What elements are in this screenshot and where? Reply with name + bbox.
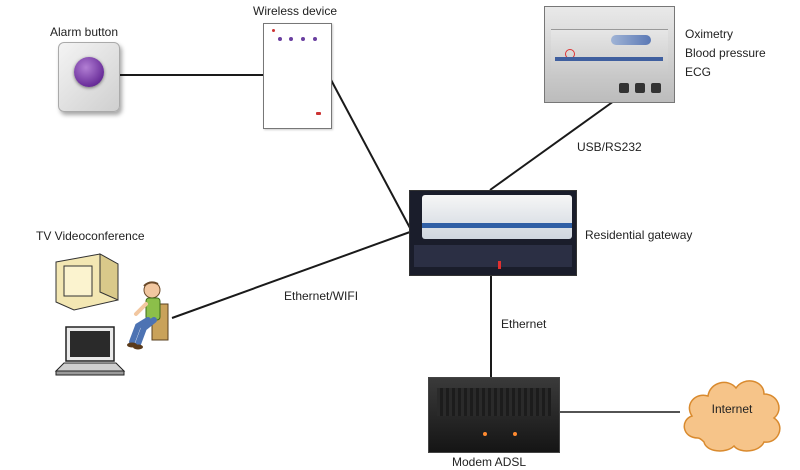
alarm-button-label: Alarm button [50,25,119,39]
link-monitor-gateway [489,100,615,191]
tv-videoconference-label: TV Videoconference [36,229,145,243]
internet-label: Internet [711,402,753,416]
modem-label: Modem ADSL [452,455,527,469]
tv-icon [55,253,119,311]
link-wireless-gateway [329,77,411,229]
residential-gateway-label: Residential gateway [585,228,693,242]
monitor-label-ecg: ECG [685,65,712,79]
ethernet-wifi-link-label: Ethernet/WIFI [284,289,359,303]
residential-gateway-icon [409,190,577,276]
cloud-shape [683,380,781,452]
wireless-device-label: Wireless device [253,4,338,18]
patient-person-icon [127,281,169,350]
vital-signs-monitor-icon [544,6,675,103]
alarm-knob [74,57,104,87]
usb-link-label: USB/RS232 [577,140,642,154]
adsl-modem-icon [428,377,560,453]
link-person-gateway [171,231,411,319]
ethernet-link-label: Ethernet [501,317,547,331]
alarm-button-icon [58,42,120,112]
monitor-label-blood-pressure: Blood pressure [685,46,766,60]
internet-cloud-icon: Internet [676,368,788,456]
wireless-device-icon [263,23,332,129]
monitor-label-oximetry: Oximetry [685,27,733,41]
laptop-icon [54,326,126,376]
